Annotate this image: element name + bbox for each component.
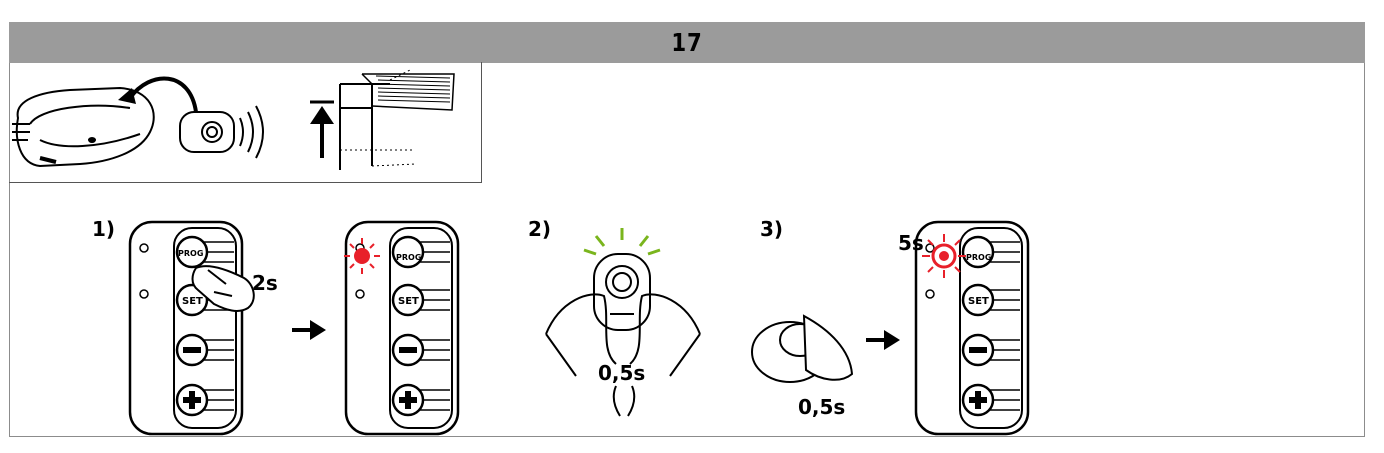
figure-number: 17: [671, 28, 703, 57]
step-1-duration: 2s: [252, 271, 278, 295]
figure-header: 17: [9, 22, 1365, 63]
arrow-right-icon: [290, 318, 328, 342]
remote-icon: [179, 105, 264, 159]
step-3-duration: 0,5s: [798, 395, 845, 419]
set-button-label: SET: [968, 296, 989, 307]
set-button-label: SET: [398, 296, 419, 307]
opener-unit-icon: [12, 86, 155, 168]
step-3-number: 3): [760, 217, 783, 241]
led-blink-icon: [344, 238, 380, 274]
prog-button-label: PROG: [966, 253, 991, 262]
led-blink-icon: [922, 234, 966, 278]
top-illustration-box: [9, 62, 482, 183]
hand-press-icon: [191, 265, 255, 312]
arrow-right-icon: [864, 328, 902, 352]
step-1-number: 1): [92, 217, 115, 241]
prog-button-label: PROG: [178, 249, 203, 258]
add-arrow-icon: [118, 72, 198, 113]
remote-hands-icon: [545, 253, 701, 417]
step-2-duration: 0,5s: [598, 361, 645, 385]
step-2-number: 2): [528, 217, 551, 241]
step-3-blink-duration: 5s: [898, 231, 924, 255]
set-button-label: SET: [182, 296, 203, 307]
remote-press-icon: [751, 314, 854, 383]
led-green-blink-icon: [583, 228, 661, 256]
prog-button-label: PROG: [396, 253, 421, 262]
garage-door-up-icon: [310, 69, 455, 170]
